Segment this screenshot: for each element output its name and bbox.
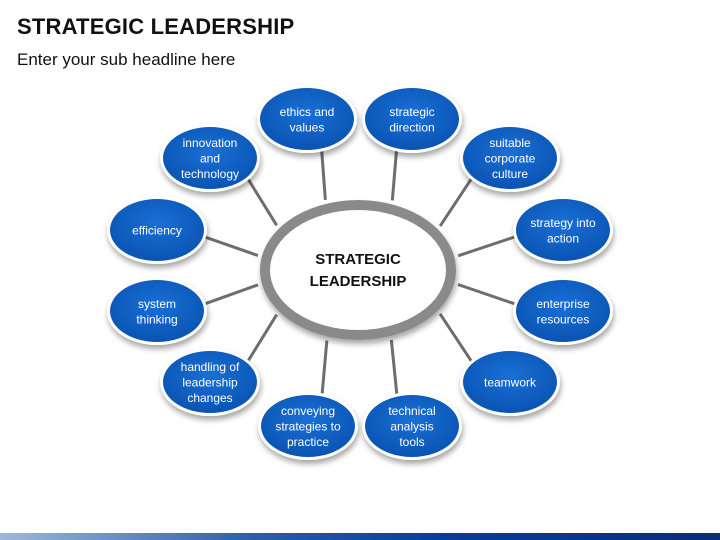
node-label: changes <box>187 391 232 405</box>
node-label: strategy into <box>530 216 596 230</box>
connector-strategy-action <box>457 234 520 258</box>
center-ellipse <box>270 210 446 330</box>
node-label: suitable <box>489 136 531 150</box>
node-ellipse <box>516 280 610 342</box>
node-ellipse <box>463 351 557 413</box>
connector-enterprise <box>457 283 520 307</box>
node-label: thinking <box>136 312 177 326</box>
node-ellipse <box>260 88 354 150</box>
footer-bar <box>0 533 720 540</box>
connector-ethics <box>319 146 327 201</box>
node-ellipse <box>365 88 459 150</box>
connector-lines <box>200 146 520 399</box>
node-ellipse <box>516 199 610 261</box>
node-label: enterprise <box>536 297 590 311</box>
node-ellipse <box>110 280 204 342</box>
node-label: efficiency <box>132 224 182 238</box>
node-label: and <box>200 152 220 166</box>
connector-culture <box>438 174 476 227</box>
connector-conveying <box>320 340 329 399</box>
node-efficiency: efficiency <box>107 196 207 264</box>
connector-handling <box>244 313 278 366</box>
center-hub: STRATEGIC LEADERSHIP <box>260 200 456 340</box>
page-subtitle: Enter your sub headline here <box>17 50 236 69</box>
node-label: leadership <box>182 376 238 390</box>
node-label: conveying <box>281 404 335 418</box>
node-ellipse <box>261 395 355 457</box>
node-ellipse <box>163 127 257 189</box>
outer-nodes: ethics andvaluesstrategicdirectionsuitab… <box>107 85 613 460</box>
node-label: practice <box>287 435 329 449</box>
connector-teamwork <box>438 313 476 366</box>
node-ellipse <box>463 127 557 189</box>
node-label: culture <box>492 167 528 181</box>
node-label: resources <box>537 312 590 326</box>
node-label: technology <box>181 167 239 181</box>
node-label: handling of <box>181 360 240 374</box>
node-label: analysis <box>390 420 433 434</box>
node-label: teamwork <box>484 376 537 390</box>
connector-innovation <box>244 174 278 227</box>
node-label: technical <box>388 404 435 418</box>
connector-efficiency <box>200 234 259 257</box>
node-teamwork: teamwork <box>460 348 560 416</box>
node-ellipse <box>110 199 204 261</box>
node-label: action <box>547 231 579 245</box>
node-label: system <box>138 297 176 311</box>
node-label: innovation <box>183 136 238 150</box>
page-title: STRATEGIC LEADERSHIP <box>17 14 295 39</box>
node-label: direction <box>389 120 434 134</box>
node-label: corporate <box>485 152 536 166</box>
node-label: values <box>290 120 325 134</box>
node-ellipse <box>365 395 459 457</box>
connector-technical <box>389 339 399 399</box>
connector-system <box>200 283 259 307</box>
node-ellipse <box>163 351 257 413</box>
node-label: tools <box>399 435 424 449</box>
connector-direction <box>390 146 399 201</box>
center-label: LEADERSHIP <box>310 273 407 290</box>
center-label: STRATEGIC <box>315 251 401 268</box>
node-label: strategic <box>389 105 434 119</box>
node-label: ethics and <box>280 105 335 119</box>
node-label: strategies to <box>275 420 341 434</box>
